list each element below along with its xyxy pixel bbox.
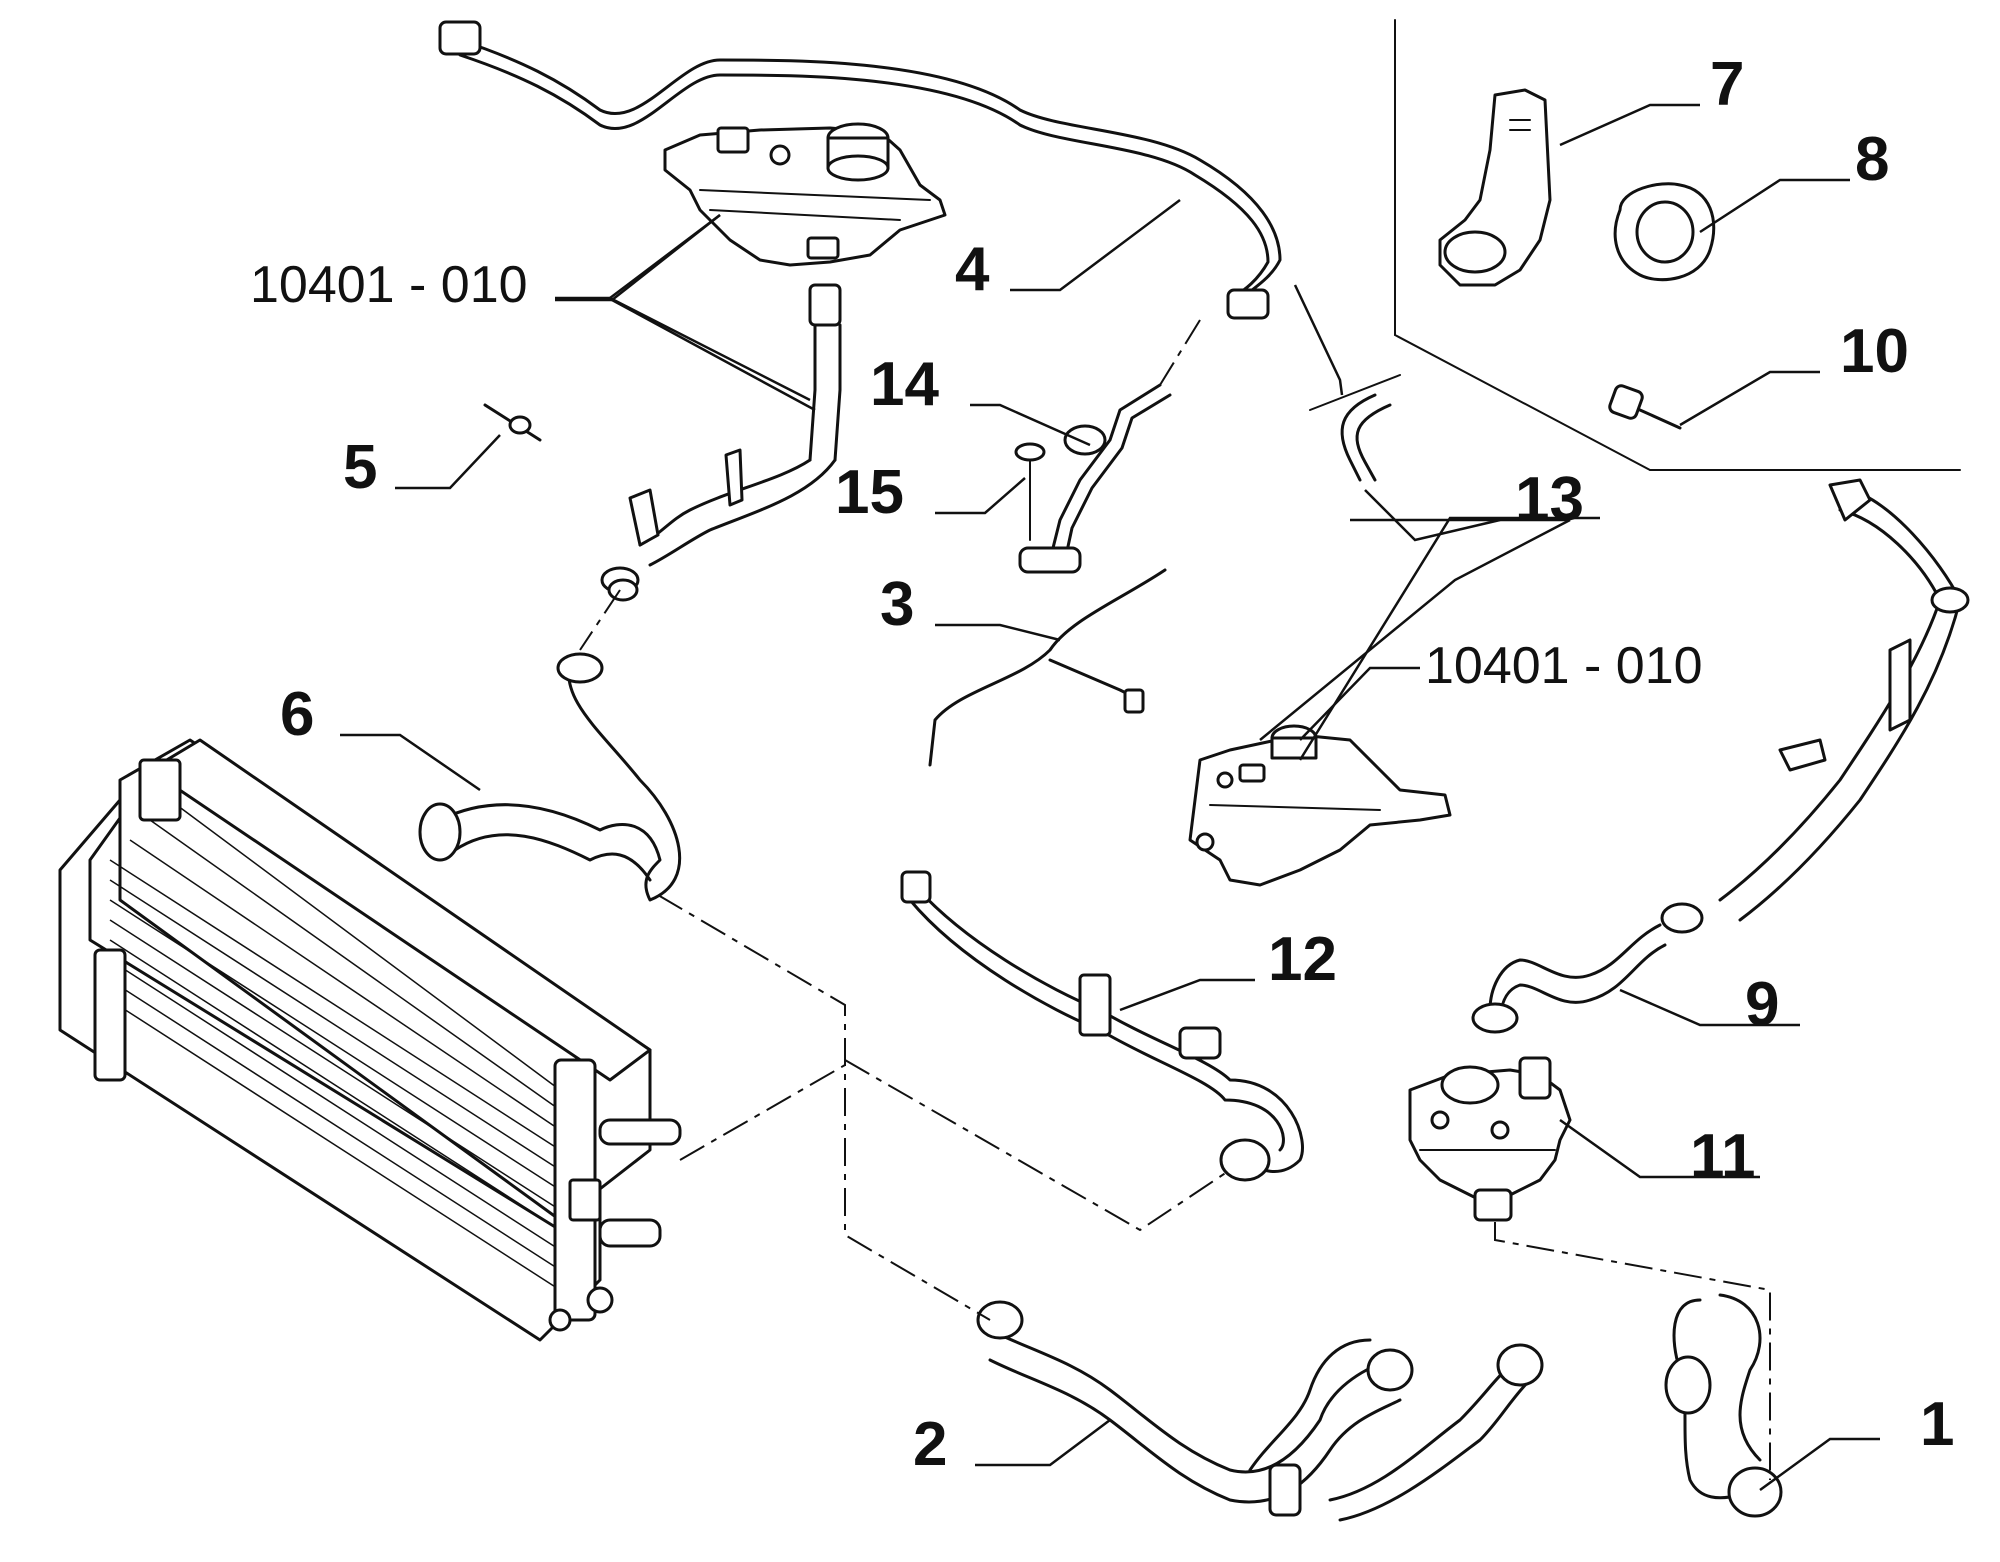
part-10-bolt (1608, 384, 1682, 430)
callout-12: 12 (1268, 925, 1337, 994)
expansion-tank-lower (1188, 724, 1452, 887)
part-11-water-pump (1408, 1056, 1572, 1222)
part-6-hose (418, 652, 682, 902)
tank-lower-hose (600, 448, 837, 602)
callout-15: 15 (835, 458, 904, 527)
expansion-tank-upper (663, 122, 947, 462)
part-8-hose-clamp (1613, 182, 1716, 282)
part-13-hose (1309, 374, 1401, 482)
callout-ref-upper: 10401 - 010 (250, 256, 528, 314)
callout-11: 11 (1690, 1122, 1756, 1191)
callout-7: 7 (1710, 50, 1744, 119)
radiator-fins (109, 799, 561, 1291)
part-2-hose (976, 1300, 1544, 1522)
callout-13: 13 (1515, 465, 1584, 534)
callout-4: 4 (955, 235, 990, 304)
top-bleed-hose (438, 20, 1282, 320)
callout-2: 2 (913, 1410, 947, 1479)
part-1-hose (1664, 1293, 1783, 1518)
callout-1: 1 (1920, 1390, 1954, 1459)
radiator-assembly (58, 738, 682, 1342)
part-5-stud (483, 403, 542, 442)
part-3-hose (928, 568, 1167, 767)
callout-3: 3 (880, 570, 914, 639)
ref-leader-lines (555, 214, 1420, 741)
callout-ref-lower: 10401 - 010 (1425, 637, 1703, 695)
callout-8: 8 (1855, 125, 1889, 194)
accessory-inset-border (1394, 19, 1961, 471)
assembly-dash-lines (579, 319, 1771, 1480)
callout-10: 10 (1840, 317, 1909, 386)
part-7-clamp-bracket (1438, 88, 1552, 287)
part-14-pipe (1018, 383, 1172, 574)
callout-labels: 1 2 3 4 5 6 7 8 9 10 11 12 13 14 15 1040… (250, 50, 1954, 1479)
part-15-bolt (1014, 442, 1046, 541)
leader-lines (340, 103, 1880, 1492)
callout-5: 5 (343, 433, 377, 502)
callout-14: 14 (870, 350, 939, 419)
callout-6: 6 (280, 680, 314, 749)
callout-9: 9 (1745, 970, 1779, 1039)
part-9-pipe (1471, 478, 1970, 1034)
part-12-hose (900, 870, 1304, 1182)
